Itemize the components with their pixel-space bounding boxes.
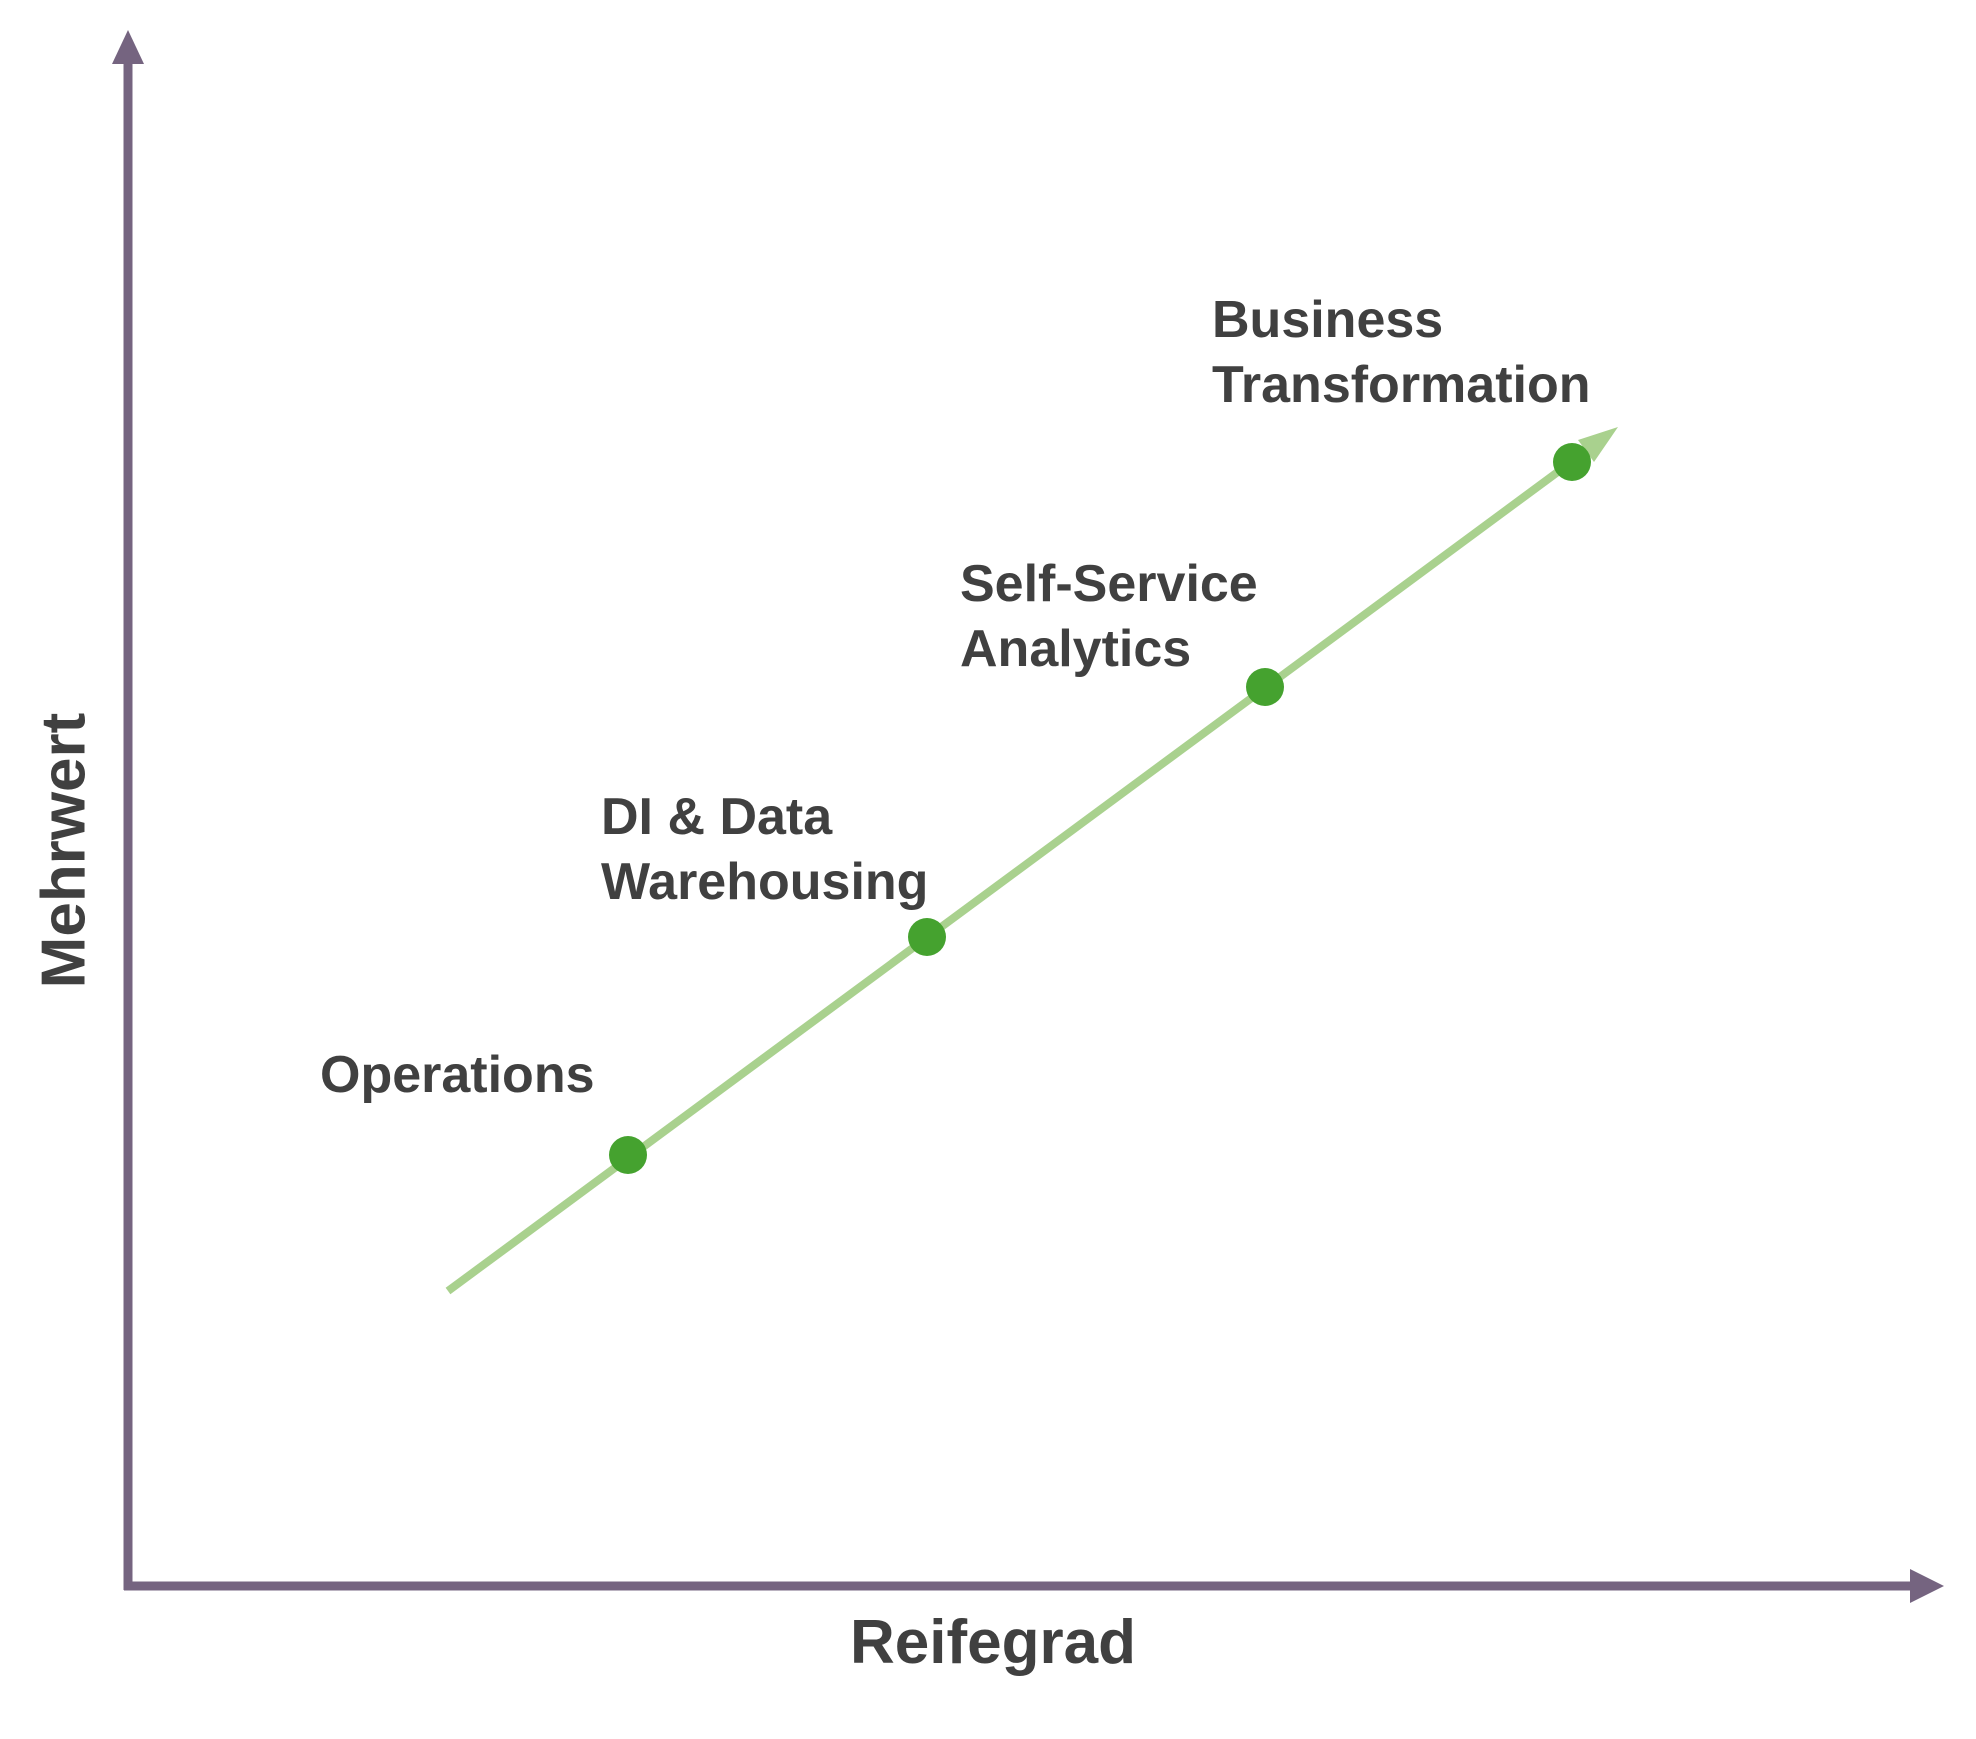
stage-point-1	[609, 1136, 647, 1174]
stage-label-operations: Operations	[320, 1043, 595, 1108]
stage-label-di-data-warehousing: DI & Data Warehousing	[601, 785, 928, 915]
stage-point-2	[908, 918, 946, 956]
stage-label-line: Warehousing	[601, 853, 929, 911]
x-axis-arrowhead-icon	[1910, 1569, 1944, 1603]
stage-label-line: Self-Service	[960, 555, 1258, 613]
stage-label-line: DI & Data	[601, 788, 833, 846]
stage-label-self-service-analytics: Self-Service Analytics	[960, 552, 1258, 682]
stage-label-business-transformation: Business Transformation	[1212, 288, 1591, 418]
stage-point-3	[1246, 668, 1284, 706]
x-axis-label: Reifegrad	[850, 1608, 1136, 1677]
stage-label-line: Analytics	[960, 620, 1192, 678]
stage-label-line: Operations	[320, 1046, 595, 1104]
stage-point-4	[1553, 443, 1591, 481]
stage-label-line: Transformation	[1212, 356, 1591, 414]
stage-label-line: Business	[1212, 291, 1444, 349]
y-axis-arrowhead-icon	[112, 30, 144, 64]
stage-points	[609, 443, 1591, 1174]
y-axis-label: Mehrwert	[29, 712, 99, 989]
